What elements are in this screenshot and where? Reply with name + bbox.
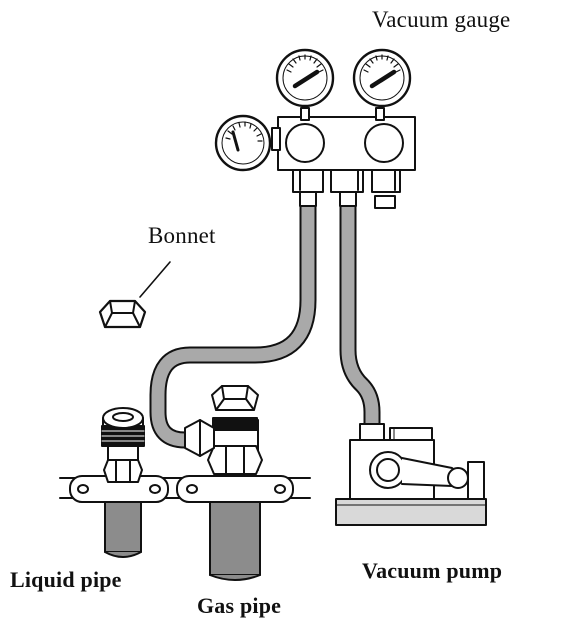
liquid-service-valve xyxy=(102,408,144,482)
gas-service-valve xyxy=(185,386,262,474)
label-bonnet: Bonnet xyxy=(148,223,216,249)
bonnet-cap xyxy=(100,301,145,327)
vacuum-pump xyxy=(336,424,486,525)
label-gas-pipe: Gas pipe xyxy=(197,593,281,619)
gauge-right xyxy=(354,50,410,106)
hose-pump xyxy=(348,205,372,428)
manifold-gauge-set xyxy=(272,108,415,208)
gas-pipe xyxy=(210,490,260,580)
label-liquid-pipe: Liquid pipe xyxy=(10,567,122,593)
gauge-left xyxy=(277,50,333,106)
mounting-plate xyxy=(60,476,310,502)
bonnet-leader xyxy=(140,262,170,297)
label-vacuum-pump: Vacuum pump xyxy=(362,558,502,584)
vacuum-gauge-dial xyxy=(216,116,270,170)
label-vacuum-gauge: Vacuum gauge xyxy=(372,7,510,33)
